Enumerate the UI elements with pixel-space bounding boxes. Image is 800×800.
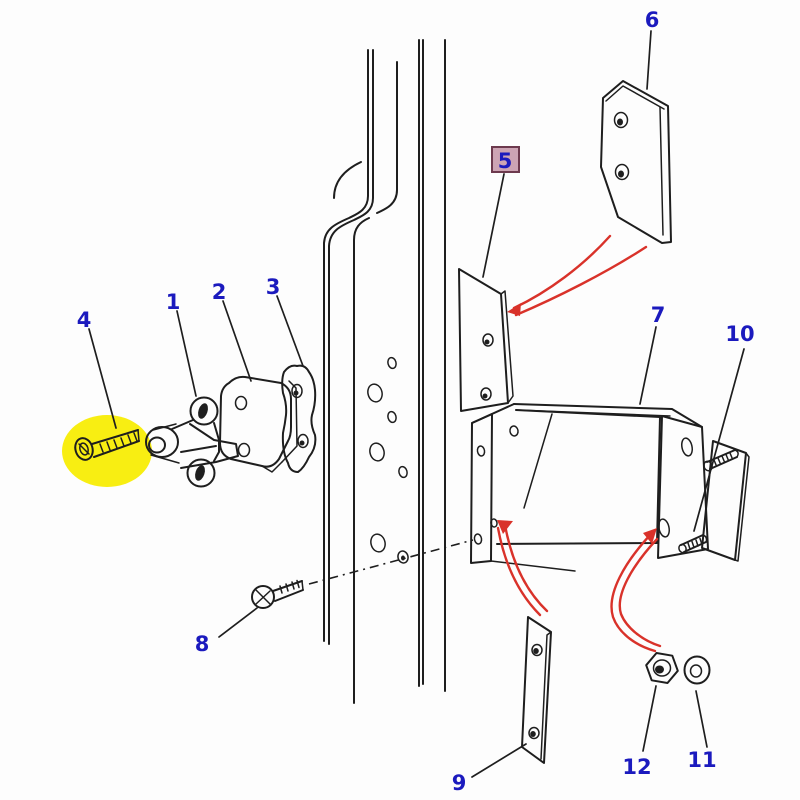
door-frame-drawing	[323, 39, 446, 704]
leader-line-6	[646, 30, 652, 90]
callout-7[interactable]: 7	[651, 303, 666, 327]
part-11-drawing	[683, 655, 711, 685]
callout-9[interactable]: 9	[452, 771, 467, 795]
part-8-drawing	[251, 539, 474, 609]
callout-6[interactable]: 6	[645, 8, 660, 32]
callout-10[interactable]: 10	[725, 322, 754, 346]
callout-3[interactable]: 3	[266, 275, 281, 299]
leader-line-3	[276, 295, 304, 367]
leader-line-11	[695, 690, 708, 748]
assembly-arrows	[496, 234, 662, 653]
leader-line-1	[176, 310, 197, 397]
part-12-drawing	[645, 652, 679, 684]
callout-1[interactable]: 1	[166, 290, 181, 314]
part-5-drawing	[458, 268, 514, 412]
part-10-drawing	[678, 440, 750, 562]
part-9-drawing	[521, 616, 552, 764]
leader-line-10	[693, 348, 745, 532]
leader-lines	[88, 30, 745, 778]
leader-line-7	[639, 326, 657, 405]
leader-line-2	[222, 300, 252, 382]
part-4-drawing	[74, 429, 140, 461]
callout-8[interactable]: 8	[195, 632, 210, 656]
callout-5[interactable]: 5	[498, 149, 513, 173]
part-1-drawing	[145, 396, 239, 488]
part-6-drawing	[600, 80, 672, 244]
leader-line-8	[218, 607, 258, 638]
callout-labels: 1 2 3 4 5 6 7 8 9 10 11 12	[77, 8, 755, 795]
leader-line-12	[642, 685, 657, 752]
leader-line-9	[471, 743, 527, 778]
callout-12[interactable]: 12	[622, 755, 651, 779]
callout-4[interactable]: 4	[77, 308, 92, 332]
callout-2[interactable]: 2	[212, 280, 227, 304]
screw-axis-dashline	[308, 539, 474, 585]
selected-callout-box	[491, 146, 520, 173]
part-7-drawing	[470, 403, 709, 572]
callout-11[interactable]: 11	[687, 748, 716, 772]
part-3-drawing	[281, 364, 317, 473]
leader-line-4	[88, 328, 117, 429]
leader-line-5	[482, 173, 505, 278]
